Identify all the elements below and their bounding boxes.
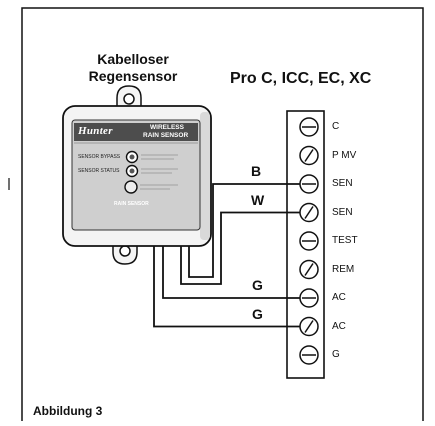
sensor-title-line1: Kabelloser xyxy=(97,51,169,67)
wire-g-3 xyxy=(162,246,300,299)
sensor-bypass-label: SENSOR BYPASS xyxy=(78,154,121,160)
terminal-screw-5 xyxy=(299,231,319,251)
terminal-label-1: C xyxy=(332,121,340,132)
terminal-label-4: SEN xyxy=(332,206,353,218)
terminal-screw-8 xyxy=(299,316,319,337)
controller-models-heading: Pro C, ICC, EC, XC xyxy=(230,70,372,87)
terminal-screw-9 xyxy=(299,345,319,365)
sensor-fine-print xyxy=(140,154,178,190)
sensor-top-mount-tab xyxy=(116,85,142,110)
wire-b-1 xyxy=(188,183,300,278)
sensor-title: Kabelloser Regensensor xyxy=(68,51,198,85)
wire-label-2: W xyxy=(251,191,265,208)
sensor-title-line2: Regensensor xyxy=(88,68,178,84)
sensor-product-line1: WIRELESS xyxy=(150,124,184,131)
sensor-housing-shadow xyxy=(200,112,210,240)
terminal-screw-6 xyxy=(299,259,319,280)
terminal-label-7: AC xyxy=(332,292,346,303)
terminal-label-9: G xyxy=(332,349,340,360)
sensor-press-button xyxy=(124,180,138,194)
sensor-brand-bar xyxy=(74,123,198,141)
terminal-label-3: SEN xyxy=(332,178,353,189)
wire-label-3: G xyxy=(252,277,263,293)
sensor-footer-label: RAIN SENSOR xyxy=(114,201,149,207)
figure-frame xyxy=(21,7,424,421)
wire-g-4 xyxy=(153,246,300,328)
figure-caption: Abbildung 3 xyxy=(33,404,103,418)
terminal-screw-4 xyxy=(299,202,319,223)
sensor-product-line2: RAIN SENSOR xyxy=(143,132,189,139)
terminal-label-2: P MV xyxy=(332,149,357,161)
wire-label-1: B xyxy=(251,163,262,179)
sensor-status-indicator xyxy=(125,164,139,178)
terminal-screw-7 xyxy=(299,288,319,308)
terminal-label-8: AC xyxy=(332,320,346,332)
sensor-status-label: SENSOR STATUS xyxy=(78,168,120,174)
terminal-screw-1 xyxy=(299,117,319,137)
sensor-brand-logo: Hunter xyxy=(78,125,113,137)
terminal-screw-3 xyxy=(299,174,319,194)
terminal-label-5: TEST xyxy=(332,235,358,246)
wire-label-4: G xyxy=(252,305,263,322)
terminal-screw-2 xyxy=(299,145,319,166)
terminal-label-6: REM xyxy=(332,263,355,275)
sensor-bypass-indicator xyxy=(125,150,139,164)
wire-w-2 xyxy=(180,211,300,285)
